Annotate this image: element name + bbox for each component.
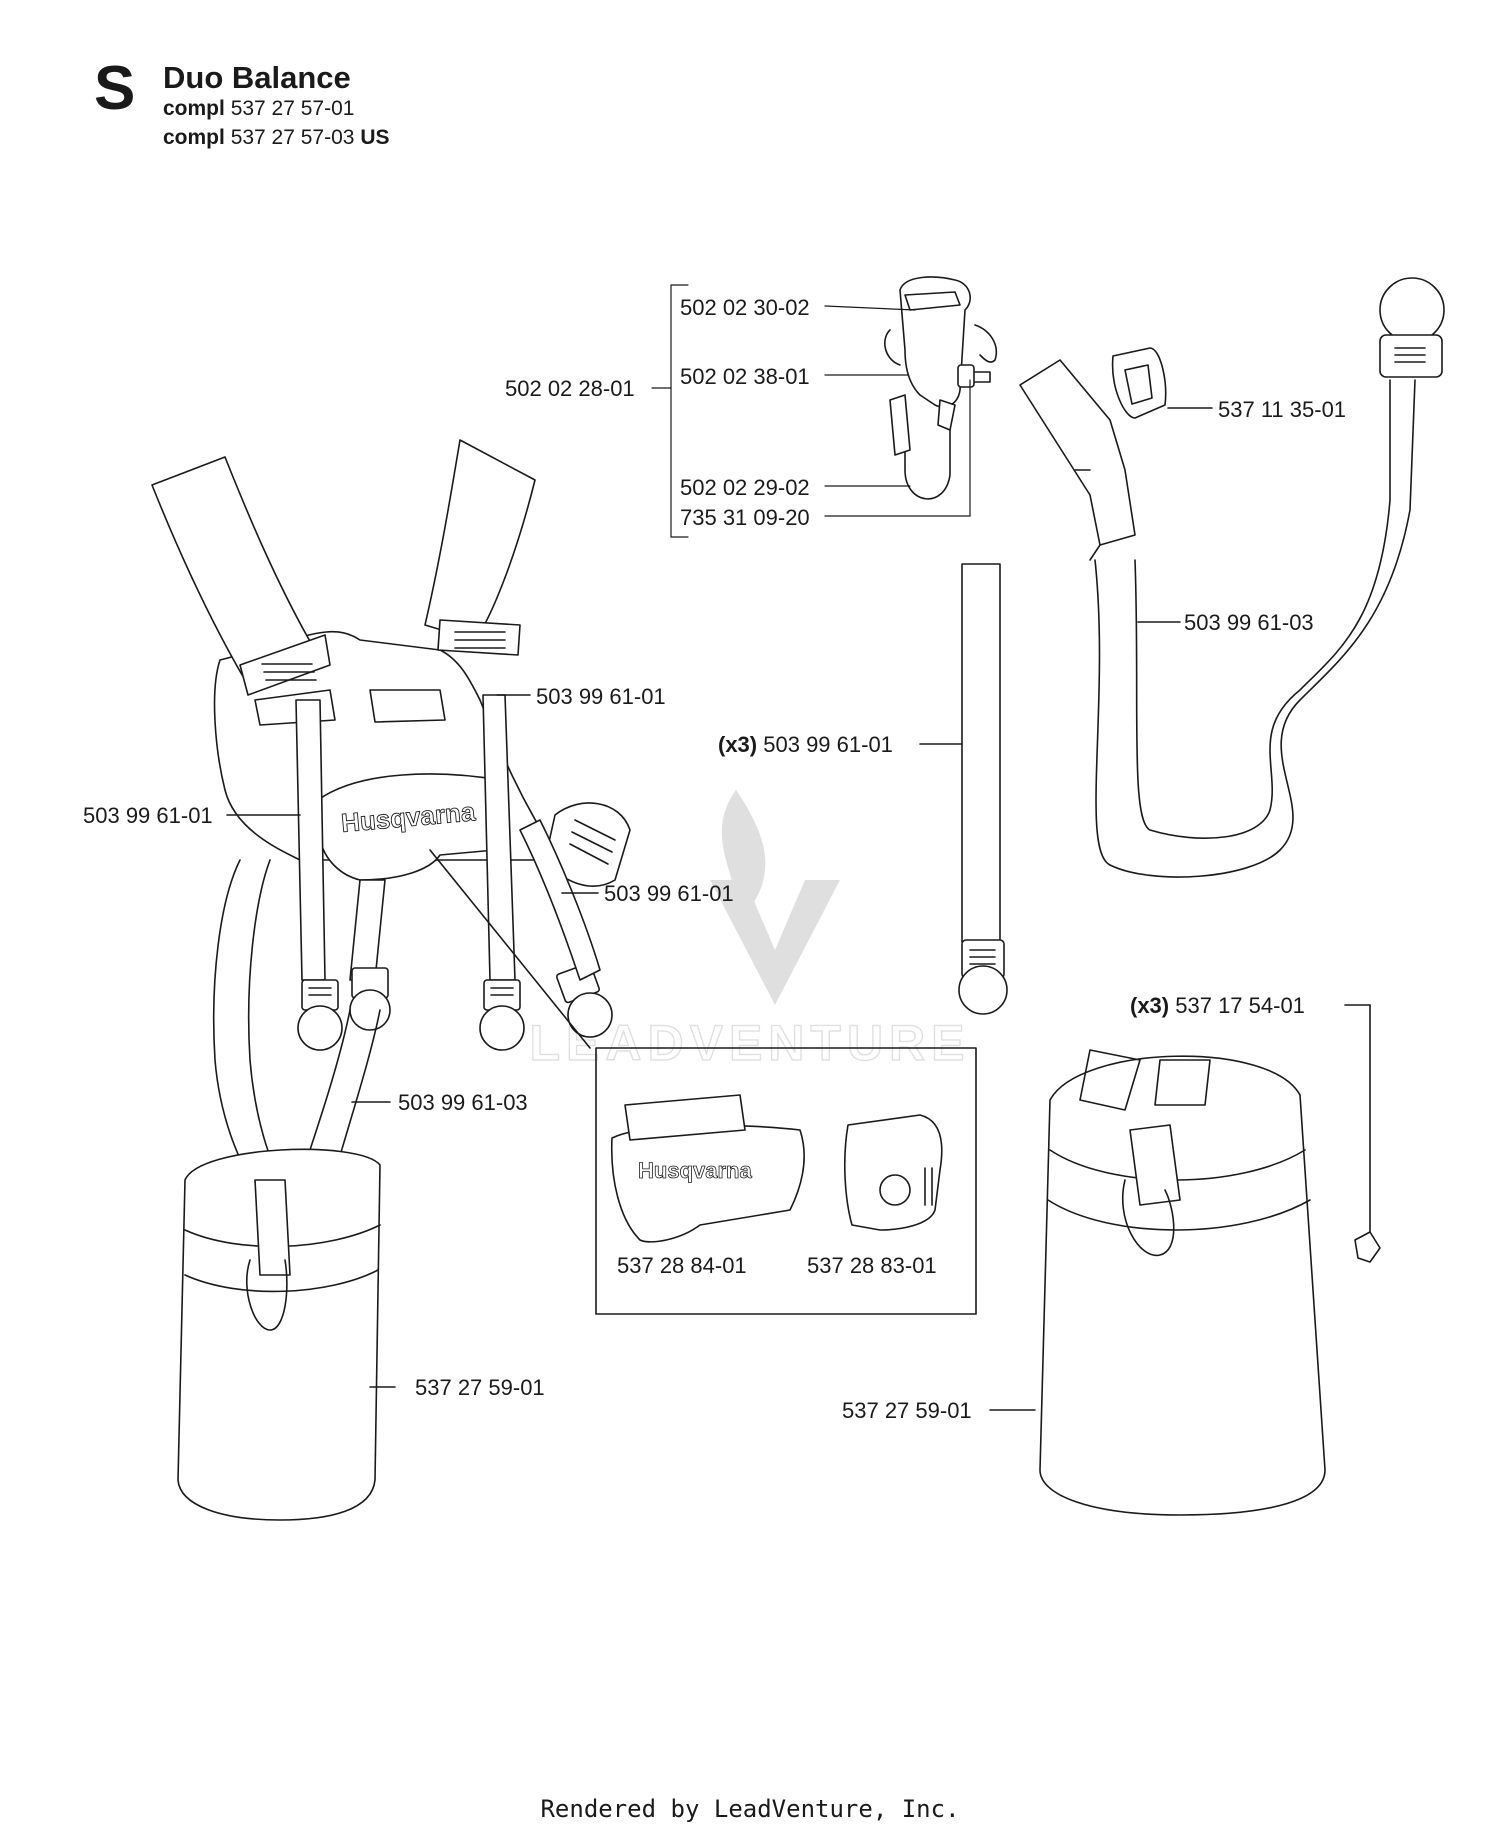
part-callout[interactable]: 537 28 83-01 (807, 1253, 937, 1278)
part-callout[interactable]: 502 02 38-01 (680, 364, 810, 389)
assembly-number-line-us: compl 537 27 57-03 US (163, 126, 390, 150)
part-callout[interactable]: (x3) 503 99 61-01 (718, 732, 893, 757)
render-credit: Rendered by LeadVenture, Inc. (540, 1795, 960, 1823)
part-callout[interactable]: 503 99 61-03 (1184, 610, 1314, 635)
part-callout[interactable]: 537 27 59-01 (415, 1375, 545, 1400)
part-callout[interactable]: 503 99 61-01 (83, 803, 213, 828)
assembly-prefix: compl (163, 126, 225, 149)
part-callout[interactable]: 503 99 61-01 (604, 881, 734, 906)
swivel-hook-assembly (884, 276, 997, 500)
part-callout[interactable]: 503 99 61-03 (398, 1090, 528, 1115)
assembly-number: 537 27 57-01 (230, 97, 355, 120)
chest-pad-inset: Husqvarna (595, 1047, 977, 1315)
diagram-title: Duo Balance (163, 60, 351, 95)
tool-bag-right (989, 1004, 1381, 1516)
inset-logo: Husqvarna (638, 1158, 752, 1183)
short-strap (919, 563, 1008, 1015)
hip-strap (1019, 277, 1445, 878)
kit-bracket (651, 284, 971, 538)
assembly-region: US (360, 126, 390, 149)
part-callout[interactable]: 537 11 35-01 (1218, 397, 1347, 422)
part-callout[interactable]: 735 31 09-20 (680, 505, 810, 530)
slide-buckle (1111, 347, 1213, 419)
part-callout[interactable]: 502 02 28-01 (505, 376, 635, 401)
harness: Husqvarna (151, 439, 631, 1191)
assembly-prefix: compl (163, 97, 225, 120)
part-callout[interactable]: 537 27 59-01 (842, 1398, 972, 1423)
part-callout[interactable]: 502 02 30-02 (680, 295, 810, 320)
section-letter: S (94, 54, 136, 123)
part-callout[interactable]: 502 02 29-02 (680, 475, 810, 500)
part-callout[interactable]: 503 99 61-01 (536, 684, 666, 709)
part-callout[interactable]: (x3) 537 17 54-01 (1130, 993, 1305, 1018)
assembly-number-line: compl 537 27 57-01 (163, 97, 354, 121)
part-callout[interactable]: 537 28 84-01 (617, 1253, 747, 1278)
tool-bag-left (177, 1148, 396, 1521)
assembly-number: 537 27 57-03 (230, 126, 355, 149)
